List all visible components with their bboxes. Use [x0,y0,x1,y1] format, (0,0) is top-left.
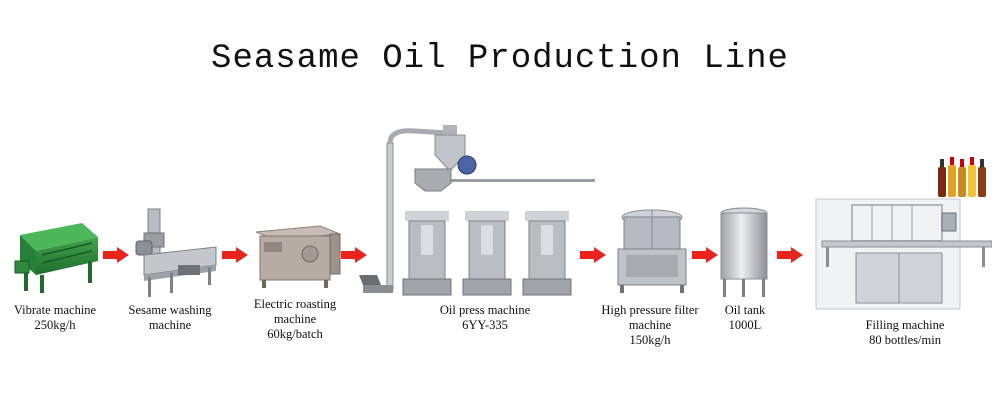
arrow-icon [341,247,367,263]
vibrate-machine-icon [14,223,98,293]
filter-machine-icon [617,209,687,293]
roasting-machine-icon [255,225,341,288]
oil-press-machine-icon [359,125,595,296]
filling-machine-icon [815,157,992,310]
page-title: Seasame Oil Production Line [211,40,789,78]
arrow-icon [777,247,803,263]
arrow-icon [103,247,129,263]
arrow-icon [692,247,718,263]
oil-tank-icon [720,207,768,297]
arrow-icon [222,247,248,263]
washing-machine-icon [135,208,217,297]
arrow-icon [580,247,606,263]
